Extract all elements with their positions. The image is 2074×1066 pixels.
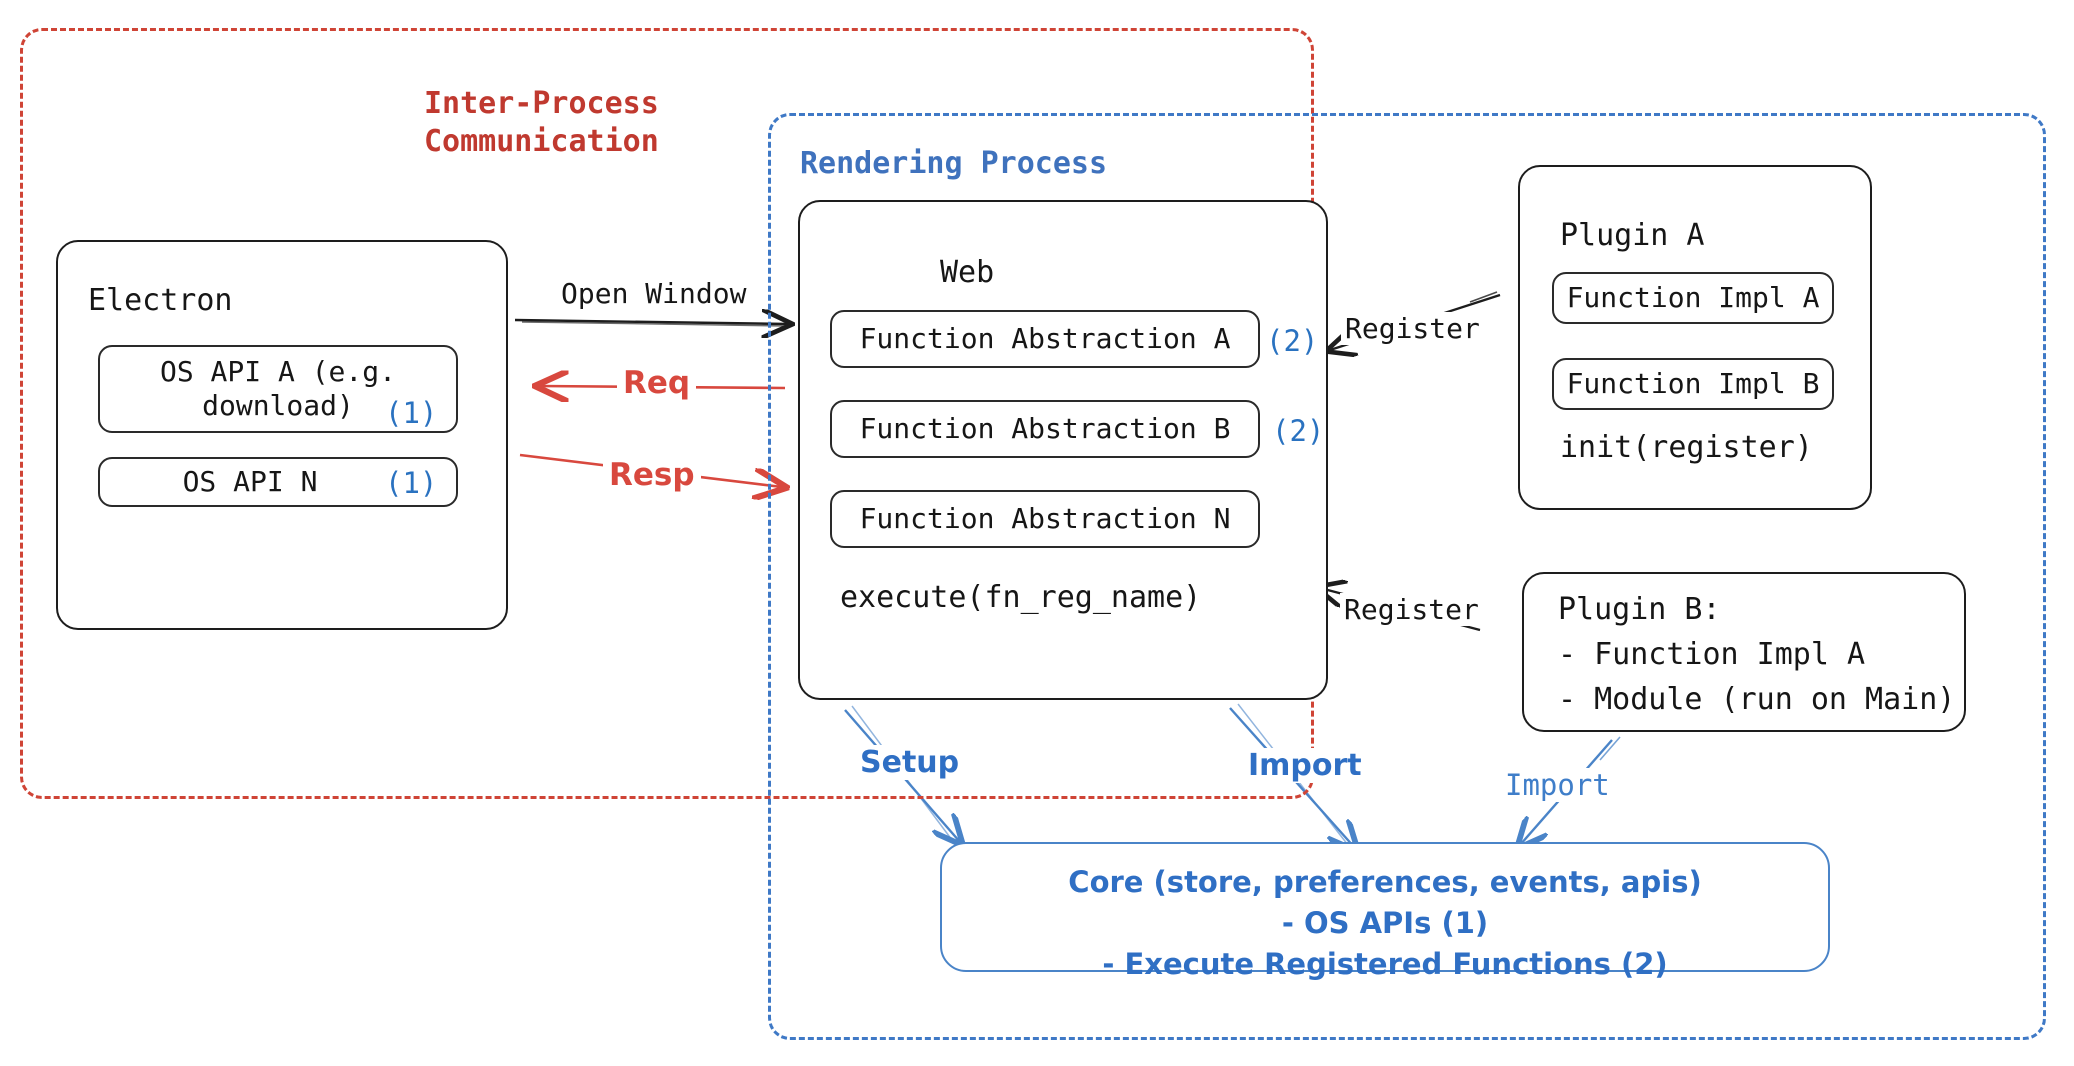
function-abstraction-a-label: Function Abstraction A bbox=[859, 321, 1231, 355]
function-abstraction-b-label: Function Abstraction B bbox=[859, 411, 1231, 445]
open-window-edge-label: Open Window bbox=[561, 277, 747, 310]
plugin-b-line-2: - Module (run on Main) bbox=[1558, 682, 1956, 717]
plugin-b-box[interactable] bbox=[1522, 572, 1966, 732]
import-plugin-b-edge-label: Import bbox=[1500, 768, 1615, 802]
function-impl-b-label: Function Impl B bbox=[1566, 366, 1820, 400]
import-web-edge-label: Import bbox=[1243, 748, 1367, 783]
core-label: Core (store, preferences, events, apis) … bbox=[1068, 865, 1702, 982]
plugin-a-init-label: init(register) bbox=[1560, 430, 1813, 465]
rendering-process-region bbox=[768, 113, 2046, 1040]
function-abstraction-b-marker: (2) bbox=[1272, 414, 1325, 448]
os-api-n-label: OS API N bbox=[182, 464, 318, 498]
req-edge-label: Req bbox=[617, 365, 697, 401]
plugin-a-box[interactable] bbox=[1518, 165, 1872, 510]
ipc-region-label: Inter-Process Communication bbox=[424, 86, 659, 160]
function-abstraction-n-pill[interactable]: Function Abstraction N bbox=[830, 490, 1260, 548]
register-top-edge-label: Register bbox=[1341, 312, 1484, 345]
electron-box[interactable] bbox=[56, 240, 508, 630]
plugin-a-title: Plugin A bbox=[1560, 218, 1705, 253]
plugin-b-line-1: - Function Impl A bbox=[1558, 637, 1866, 672]
electron-title: Electron bbox=[88, 283, 233, 318]
function-impl-a-label: Function Impl A bbox=[1566, 280, 1820, 314]
rendering-process-region-label: Rendering Process bbox=[800, 146, 1108, 181]
function-abstraction-n-label: Function Abstraction N bbox=[859, 501, 1231, 535]
os-api-a-pill[interactable]: OS API A (e.g. download) bbox=[98, 345, 458, 433]
plugin-b-title: Plugin B: bbox=[1558, 592, 1721, 627]
core-box[interactable]: Core (store, preferences, events, apis) … bbox=[940, 842, 1830, 981]
os-api-n-marker: (1) bbox=[385, 466, 438, 500]
os-api-a-label: OS API A (e.g. download) bbox=[159, 354, 396, 422]
os-api-a-marker: (1) bbox=[385, 396, 438, 430]
function-abstraction-a-marker: (2) bbox=[1266, 324, 1319, 358]
os-api-n-pill[interactable]: OS API N bbox=[98, 457, 458, 507]
web-title: Web bbox=[940, 255, 995, 290]
register-bottom-edge-label: Register bbox=[1340, 593, 1483, 626]
resp-edge-label: Resp bbox=[603, 457, 701, 493]
function-abstraction-b-pill[interactable]: Function Abstraction B bbox=[830, 400, 1260, 458]
function-impl-b-pill[interactable]: Function Impl B bbox=[1552, 358, 1834, 410]
function-impl-a-pill[interactable]: Function Impl A bbox=[1552, 272, 1834, 324]
web-execute-label: execute(fn_reg_name) bbox=[840, 580, 1202, 615]
setup-edge-label: Setup bbox=[855, 745, 965, 780]
function-abstraction-a-pill[interactable]: Function Abstraction A bbox=[830, 310, 1260, 368]
